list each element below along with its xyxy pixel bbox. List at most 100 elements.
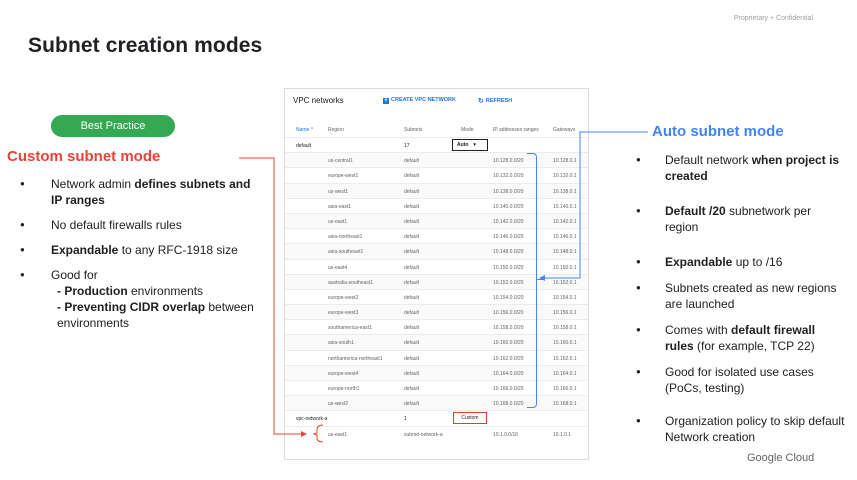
subnet-row[interactable]: us-west1 default 10.138.0.0/20 10.138.0.1	[285, 182, 588, 198]
network-subnet-count: 17	[404, 143, 410, 149]
custom-item: Network admin defines subnets and IP ran…	[20, 176, 260, 208]
create-label: CREATE VPC NETWORK	[391, 97, 456, 103]
subnet-name: default	[404, 264, 420, 271]
create-vpc-network-button[interactable]: +CREATE VPC NETWORK	[383, 97, 456, 104]
subnet-gateway: 10.138.0.1	[553, 188, 577, 195]
auto-subnets-bracket	[527, 153, 537, 408]
column-region: Region	[328, 127, 344, 133]
auto-item: Comes with default firewall rules (for e…	[636, 322, 846, 354]
mode-auto-select[interactable]: Auto▾	[452, 139, 488, 151]
subnet-name: default	[404, 340, 420, 347]
custom-mode-heading: Custom subnet mode	[7, 148, 161, 165]
subnet-region: us-west1	[328, 188, 349, 195]
subnet-gateway: 10.140.0.1	[553, 203, 577, 210]
subnet-gateway: 10.154.0.1	[553, 294, 577, 301]
mode-custom-label[interactable]: Custom	[453, 412, 487, 425]
subnet-region: us-east1	[328, 431, 348, 438]
column-name[interactable]: Name ^	[296, 127, 313, 133]
column-subnets: Subnets	[404, 127, 423, 133]
mode-label: Custom	[461, 415, 479, 422]
subnet-gateway: 10.162.0.1	[553, 355, 577, 362]
best-practice-badge: Best Practice	[51, 115, 175, 137]
subnet-region: asia-east1	[328, 203, 352, 210]
console-toolbar: VPC networks +CREATE VPC NETWORK ↻REFRES…	[285, 89, 588, 113]
google-cloud-logo: Google Cloud	[747, 452, 815, 464]
custom-subitem: - Production environments	[57, 284, 204, 298]
subnet-name: default	[404, 370, 420, 377]
subnet-ip-range: 10.146.0.0/20	[493, 234, 524, 241]
subnet-gateway: 10.164.0.1	[553, 370, 577, 377]
subnet-gateway: 10.128.0.1	[553, 158, 577, 165]
network-name: default	[296, 143, 312, 149]
console-title: VPC networks	[293, 96, 344, 105]
column-ip-ranges: IP addresses ranges	[493, 127, 539, 133]
network-row[interactable]: default 17 Auto▾	[285, 137, 588, 152]
custom-mode-list: Network admin defines subnets and IP ran…	[20, 176, 260, 340]
subnet-name: default	[404, 401, 420, 408]
subnet-row[interactable]: australia-southeast1 default 10.152.0.0/20…	[285, 273, 588, 289]
subnet-ip-range: 10.150.0.0/20	[493, 264, 524, 271]
subnet-region: europe-west1	[328, 173, 359, 180]
subnet-ip-range: 10.166.0.0/20	[493, 386, 524, 392]
subnet-region: europe-north1	[328, 386, 360, 392]
subnet-ip-range: 10.154.0.0/20	[493, 294, 524, 301]
column-name-label: Name	[296, 127, 310, 133]
column-mode: Mode	[461, 127, 474, 133]
auto-item: Subnets created as new regions are launc…	[636, 280, 846, 312]
subnet-gateway: 10.148.0.1	[553, 249, 577, 256]
subnet-ip-range: 10.140.0.0/20	[493, 203, 524, 210]
network-name: vpc-network-a	[296, 416, 328, 423]
auto-item: Organization policy to skip default Netw…	[636, 413, 846, 445]
subnet-name: default	[404, 355, 420, 362]
subnet-ip-range: 10.158.0.0/20	[493, 325, 524, 332]
custom-item: No default firewalls rules	[20, 217, 260, 233]
mode-label: Auto	[457, 142, 469, 148]
subnet-name: default	[404, 188, 420, 195]
column-gateways: Gateways	[553, 127, 576, 133]
sort-up-icon: ^	[310, 127, 314, 133]
subnet-region: us-east4	[328, 264, 348, 271]
auto-subnets-bracket-nub	[537, 279, 543, 280]
subnet-ip-range: 10.156.0.0/20	[493, 310, 524, 317]
refresh-button[interactable]: ↻REFRESH	[478, 97, 512, 105]
subnet-region: asia-northeast1	[328, 234, 363, 241]
subnet-name: default	[404, 158, 420, 165]
custom-subitem: - Preventing CIDR overlap between enviro…	[57, 300, 254, 330]
subnet-ip-range: 10.138.0.0/20	[493, 188, 524, 195]
subnet-ip-range: 10.1.0.0/16	[493, 431, 519, 438]
subnet-ip-range: 10.142.0.0/20	[493, 218, 524, 225]
subnet-name: default	[404, 325, 420, 332]
subnet-region: australia-southeast1	[328, 279, 374, 286]
vpc-table-body: default 17 Auto▾ us-central1 default 10.128.0…	[285, 137, 588, 441]
subnet-gateway: 10.152.0.1	[553, 279, 577, 286]
subnet-region: us-central1	[328, 158, 353, 165]
subnet-ip-range: 10.152.0.0/20	[493, 279, 524, 286]
subnet-gateway: 10.158.0.1	[553, 325, 577, 332]
auto-item: Expandable up to /16	[636, 254, 846, 270]
auto-mode-heading: Auto subnet mode	[652, 123, 784, 140]
subnet-region: us-east1	[328, 218, 348, 225]
subnet-region: europe-west4	[328, 370, 359, 377]
subnet-region: northamerica-northeast1	[328, 355, 383, 362]
subnet-name: default	[404, 310, 420, 317]
page-title: Subnet creation modes	[28, 34, 263, 57]
subnet-ip-range: 10.160.0.0/20	[493, 340, 524, 347]
subnet-name: default	[404, 279, 420, 286]
